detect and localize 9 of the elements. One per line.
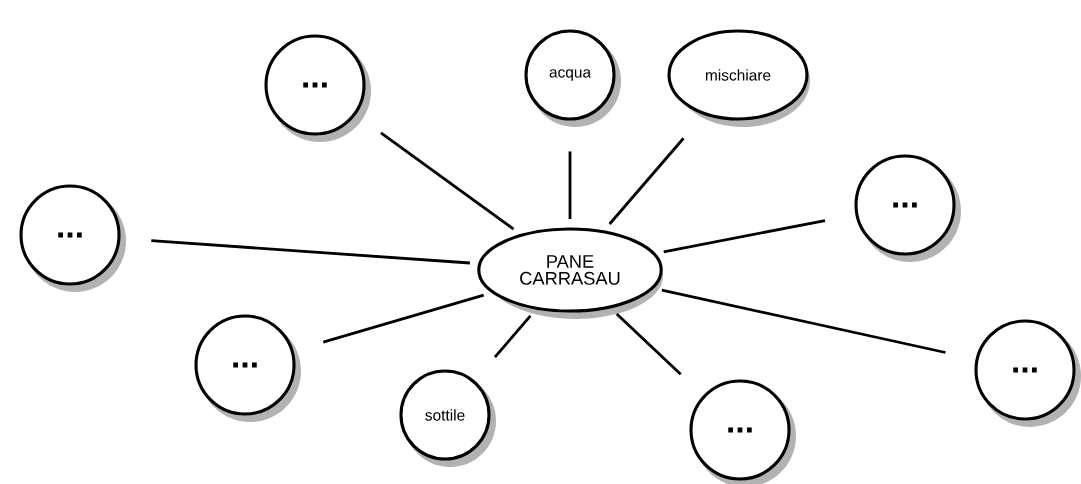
connector-line — [493, 315, 532, 358]
connector-line — [608, 137, 685, 225]
connector-line — [322, 293, 485, 344]
connector-line — [380, 131, 515, 231]
connector-line — [151, 239, 470, 265]
connector-line — [615, 313, 682, 376]
connector-line — [568, 151, 572, 219]
connector-line — [661, 288, 946, 354]
connector-line — [663, 219, 826, 254]
